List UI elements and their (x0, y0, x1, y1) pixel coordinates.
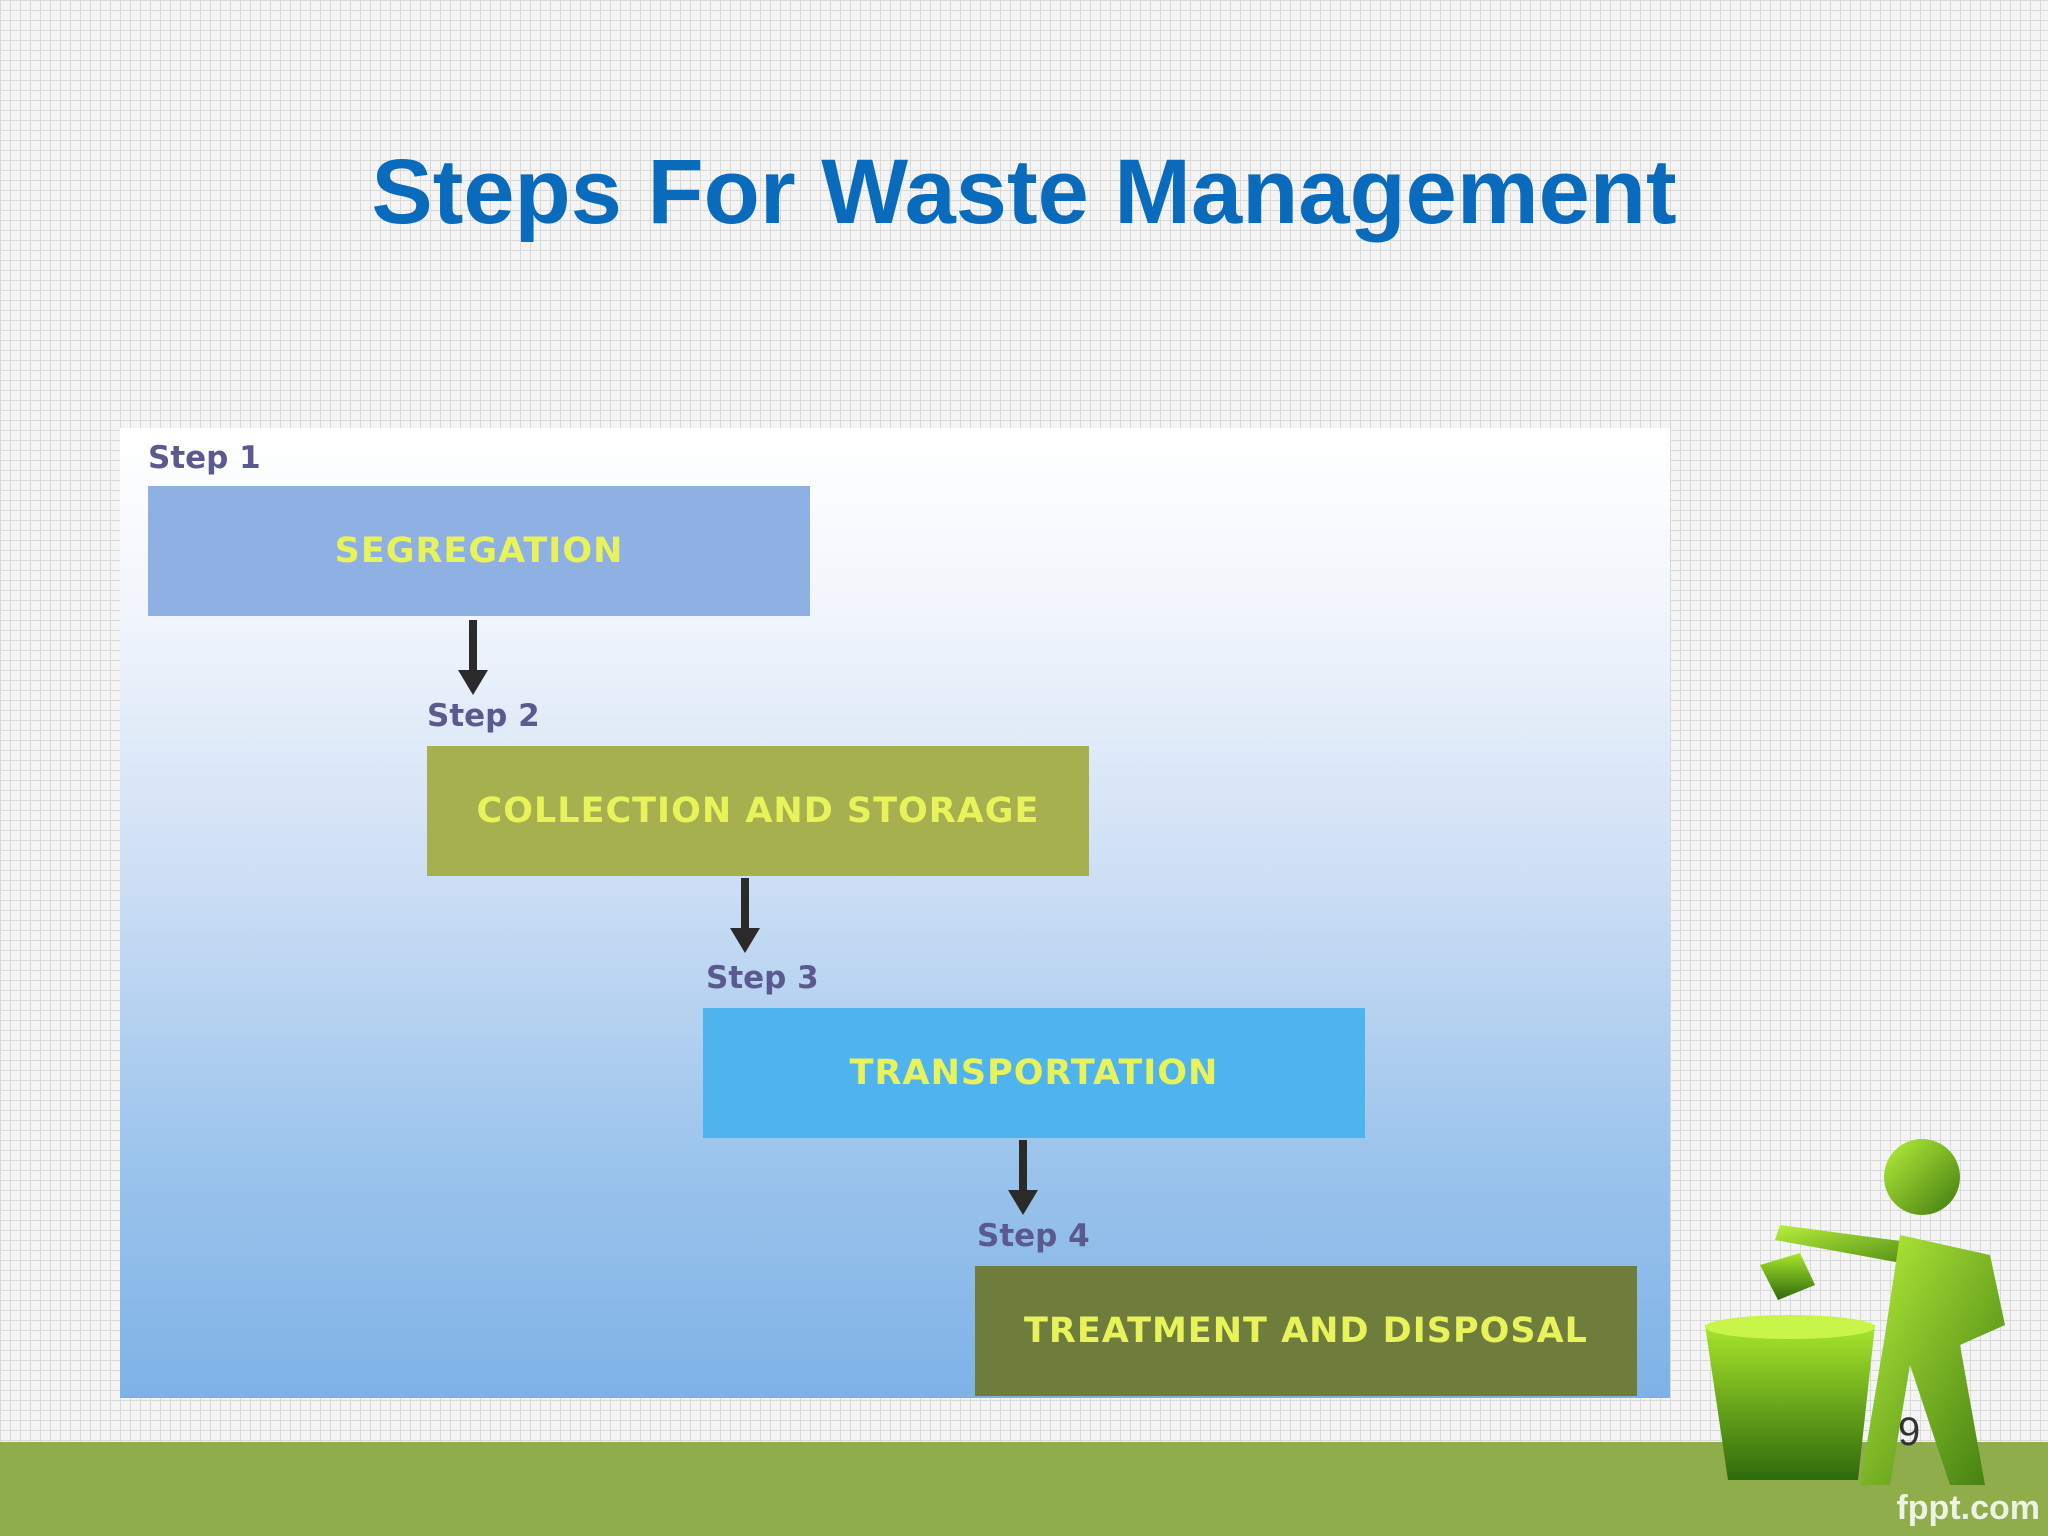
arrow-down-icon (1008, 1140, 1038, 1215)
step-1-label: Step 1 (148, 440, 261, 476)
step-4-box: TREATMENT AND DISPOSAL (975, 1266, 1637, 1396)
step-2-text: COLLECTION AND STORAGE (476, 791, 1040, 831)
page-number: 9 (1898, 1410, 1921, 1454)
arrow-down-icon (458, 620, 488, 695)
step-3-text: TRANSPORTATION (849, 1053, 1219, 1093)
arrow-down-icon (730, 878, 760, 953)
slide-title: Steps For Waste Management (371, 141, 1677, 243)
step-3-box: TRANSPORTATION (703, 1008, 1365, 1138)
footer-brand: fppt.com (1896, 1489, 2040, 1527)
step-1-text: SEGREGATION (334, 531, 624, 571)
step-4-label: Step 4 (977, 1218, 1090, 1254)
step-1-box: SEGREGATION (148, 486, 810, 616)
step-3-label: Step 3 (706, 960, 819, 996)
step-2-label: Step 2 (427, 698, 540, 734)
flow-diagram: Step 1 SEGREGATION Step 2 COLLECTION AND… (120, 428, 1670, 1398)
footer-bar: fppt.com (0, 1442, 2048, 1536)
recycle-person-icon (1705, 1139, 2005, 1485)
step-4-text: TREATMENT AND DISPOSAL (1024, 1311, 1588, 1351)
step-2-box: COLLECTION AND STORAGE (427, 746, 1089, 876)
